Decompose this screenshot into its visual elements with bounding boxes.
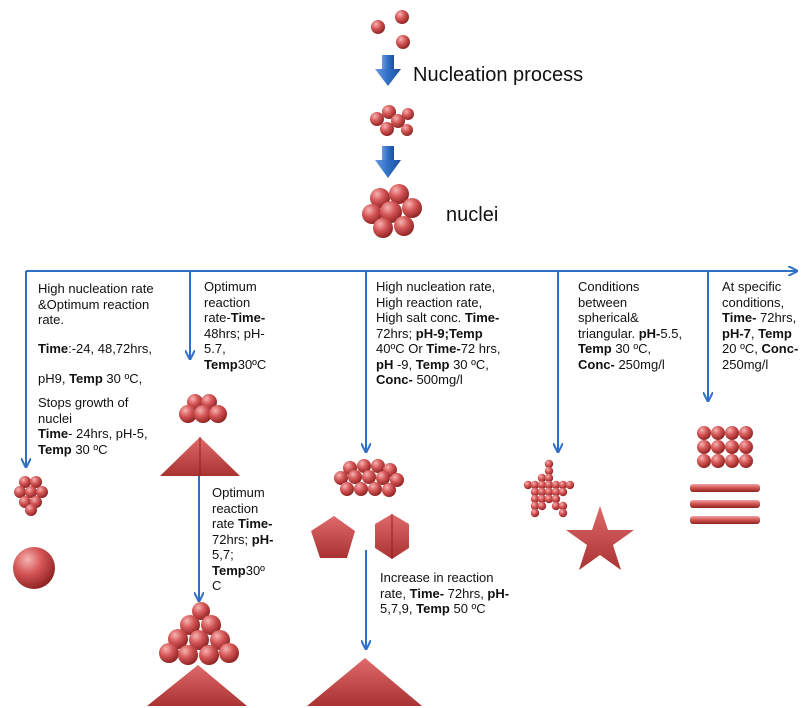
triangle-plate-col3-icon	[307, 658, 422, 706]
nucleation-process-label: Nucleation process	[413, 64, 584, 86]
star-cluster-particle	[537, 487, 547, 497]
star-cluster-particle	[551, 494, 561, 504]
star-cluster-particle	[551, 501, 561, 511]
condition-col1-a: High nucleation rate &Optimum reaction r…	[38, 281, 154, 327]
triangle-plate-large-icon	[147, 665, 247, 706]
condition-col1-b: Time:-24, 48,72hrs, pH9, Temp 30 ºC,	[38, 341, 152, 386]
star-cluster-particle	[544, 494, 554, 504]
star-cluster-particle	[530, 480, 540, 490]
star-cluster-particle	[558, 487, 568, 497]
condition-col3-a: High nucleation rate, High reaction rate…	[376, 279, 501, 387]
pyramid-cluster-small	[179, 394, 227, 423]
condition-col5: At specific conditions, Time- 72hrs, pH-…	[722, 279, 799, 372]
condition-col1-c: Stops growth of nuclei Time- 24hrs, pH-5…	[38, 395, 148, 457]
star-cluster-particle	[558, 501, 568, 511]
condition-col3-b: Increase in reaction rate, Time- 72hrs, …	[380, 570, 510, 616]
pyramid-cluster-large	[159, 602, 239, 665]
star-cluster-particle	[551, 487, 561, 497]
nuclei-label: nuclei	[446, 204, 499, 226]
sphere-particle-icon	[13, 547, 55, 589]
condition-col2-a: Optimum reaction rate-Time- 48hrs; pH- 5…	[204, 279, 267, 372]
growth-arrow	[375, 146, 401, 178]
star-cluster-particle	[551, 480, 561, 490]
particle-cluster-small	[370, 105, 414, 136]
star-cluster-particle	[530, 487, 540, 497]
star-cluster-particle	[544, 480, 554, 490]
star-cluster-particle	[537, 501, 547, 511]
star-cluster-particle	[558, 508, 568, 518]
star-cluster-particle	[558, 480, 568, 490]
star-cluster-particle	[565, 480, 575, 490]
star-cluster-particle	[537, 494, 547, 504]
star-cluster-particle	[544, 473, 554, 483]
star-cluster-particle	[523, 480, 533, 490]
star-cluster-particle	[530, 494, 540, 504]
star-cluster-particle	[537, 473, 547, 483]
condition-col2-b: Optimum reaction rate Time- 72hrs; pH- 5…	[212, 485, 274, 593]
rod-icon	[690, 484, 760, 524]
star-cluster-particle	[530, 501, 540, 511]
single-particles	[371, 10, 410, 49]
star-cluster-particle	[544, 466, 554, 476]
plate-cluster	[334, 459, 404, 497]
nucleation-arrow	[375, 55, 401, 86]
small-cluster-col1	[14, 476, 48, 516]
star-icon	[566, 506, 634, 570]
condition-col4: Conditions between spherical& triangular…	[578, 279, 683, 372]
pentagon-icon	[311, 516, 355, 558]
cube-cluster	[697, 426, 753, 468]
star-cluster-particle	[537, 480, 547, 490]
branch-line	[26, 271, 796, 648]
star-cluster-particle	[544, 487, 554, 497]
star-cluster-particle	[530, 508, 540, 518]
star-cluster	[523, 459, 575, 518]
star-cluster-particle	[544, 459, 554, 469]
nuclei-cluster	[362, 184, 422, 238]
